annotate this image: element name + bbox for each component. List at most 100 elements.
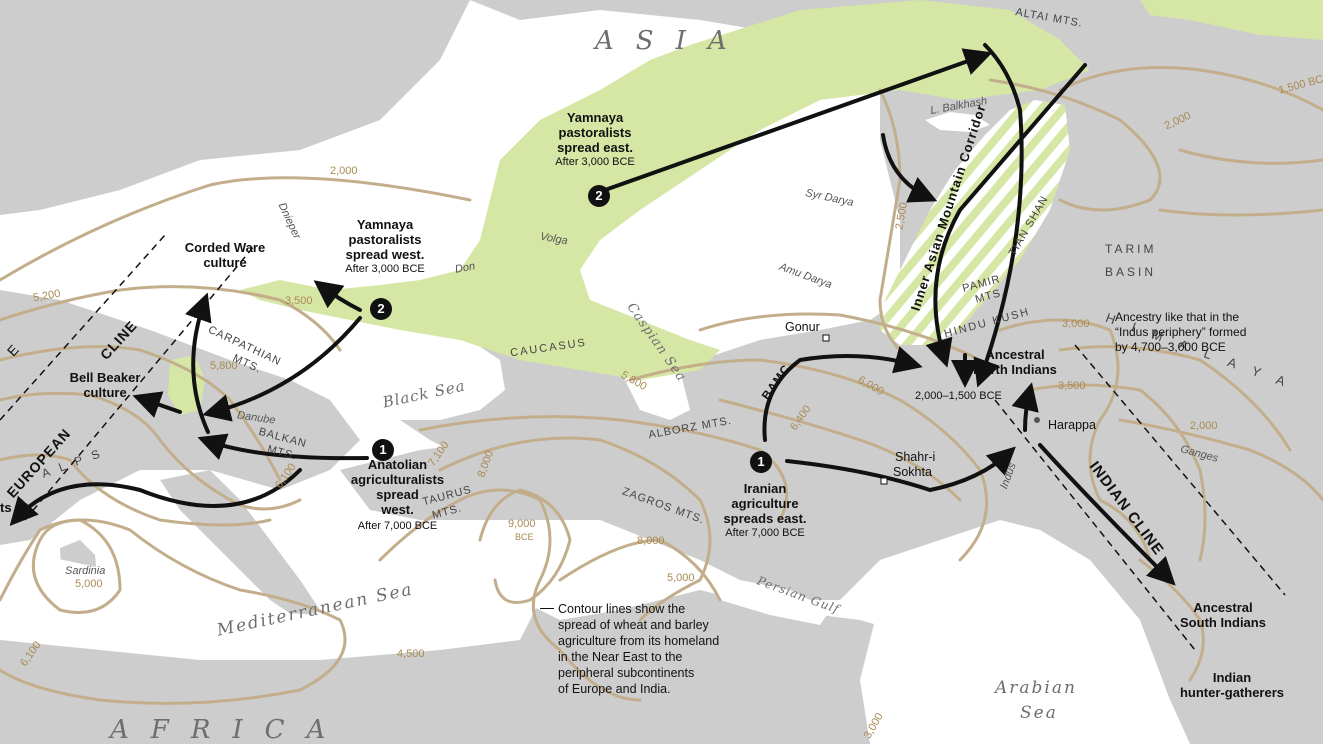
label-asi: Ancestral South Indians [1168,600,1278,630]
label-tarim-2: BASIN [1105,265,1157,279]
label-anatolian-line3: spread [376,487,419,502]
land-anatolia [340,440,640,520]
badge-yamnaya-east: 2 [588,185,610,207]
note-leader-line [540,608,554,609]
arrow-steppe-south [925,63,1087,368]
land-balkan [160,470,320,620]
arrow-anatolian-b [9,468,302,526]
arrow-yamnaya-east [603,48,993,192]
label-bell-beaker-line2: culture [83,385,127,400]
contour-label-2000-c: 2,000 [1190,420,1218,432]
label-ihg-line2: hunter-gatherers [1179,685,1285,700]
label-harappa: Harappa [1048,418,1096,432]
arrow-bell [132,391,182,418]
label-yamnaya-east-line2: pastoralists [558,125,632,140]
label-ihg: Indian hunter-gatherers [1172,670,1292,700]
continent-africa: AFRICA [110,715,348,744]
label-yamnaya-west-line1: Yamnaya [356,217,414,232]
label-yamnaya-west-line3: spread west. [345,247,425,262]
arrow-balkhash [881,133,938,203]
water-balkhash [925,112,990,132]
contour-label-8000-b: 8,000 [637,535,665,547]
label-corded-ware-line1: Corded Ware [184,240,266,255]
arrow-ani-south [1038,443,1176,586]
arrow-anatolian-a [197,433,369,461]
label-iranian-line1: Iranian [743,481,787,496]
label-ani-line2: North Indians [973,362,1057,377]
arrow-up [1011,382,1039,432]
label-ani: Ancestral North Indians [965,347,1065,377]
label-shahr-1: Shahr-i [895,450,936,464]
continent-asia: ASIA [595,26,749,56]
label-ani-date: 2,000–1,500 BCE [915,390,1002,402]
label-anatolian-line2: agriculturalists [350,472,445,487]
label-yamnaya-east: Yamnaya pastoralists spread east. After … [540,110,650,170]
arrow-yamnaya-west [202,316,362,422]
label-yamnaya-west: Yamnaya pastoralists spread west. After … [330,217,440,277]
label-sardinia: Sardinia [65,565,106,577]
land-central-asia [360,0,1323,744]
site-markers [822,334,1040,485]
water-black-sea [330,328,505,420]
contour-lines [0,66,1323,705]
label-shahr-2: Sokhta [893,465,932,479]
label-iranian-date: After 7,000 BCE [725,527,805,539]
arrow-yamnaya-nw [313,280,362,312]
label-anatolian: Anatolian agriculturalists spread west. … [335,457,460,534]
water-mediterranean [0,545,540,660]
label-anatolian-line4: west. [381,502,414,517]
label-gonur: Gonur [785,320,820,334]
contour-label-5000-sard: 5,000 [75,578,103,590]
harappa-marker [1034,417,1040,423]
label-asi-line1: Ancestral [1193,600,1253,615]
contour-label-3000-a: 3,000 [1062,318,1090,330]
gonur-marker [822,334,830,342]
arrow-iranian-a [762,346,923,442]
label-yamnaya-west-date: After 3,000 BCE [345,263,425,275]
contour-label-3500-b: 3,500 [1058,380,1086,392]
label-ihg-line1: Indian [1212,670,1252,685]
contour-label-3500: 3,500 [285,295,313,307]
label-anatolian-date: After 7,000 BCE [357,520,438,532]
badge-yamnaya-west: 2 [370,298,392,320]
label-yamnaya-east-line1: Yamnaya [566,110,624,125]
arrow-iranian-b [785,446,1016,493]
migration-arrows [9,43,1176,586]
water-arabian-sea [860,600,1190,744]
contour-label-5000-a: 5,000 [667,572,695,584]
land-africa-arabia [0,590,1110,744]
contour-label-5800: 5,800 [210,360,238,372]
label-iranian-line2: agriculture [731,496,799,511]
label-yamnaya-west-line2: pastoralists [348,232,422,247]
badge-anatolian: 1 [372,439,394,461]
contour-label-bce: BCE [515,532,534,542]
label-anatolian-line1: Anatolian [367,457,428,472]
badge-iranian: 1 [750,451,772,473]
water-persian-gulf [700,570,830,625]
label-asi-line2: South Indians [1180,615,1266,630]
note-contour: Contour lines show the spread of wheat a… [558,602,720,696]
label-bell-beaker-line1: Bell Beaker [69,370,141,385]
label-bell-beaker: Bell Beaker culture [60,370,150,400]
contour-label-9000: 9,000 [508,518,536,530]
note-indus-periphery: Ancestry like that in the “Indus periphe… [1115,310,1247,354]
label-ani-line1: Ancestral [985,347,1045,362]
label-corded-ware-line2: culture [203,255,247,270]
label-corded-ware: Corded Ware culture [175,240,275,270]
cline-boundaries [0,234,1286,651]
label-tarim-1: TARIM [1105,242,1157,256]
land-europe-north [0,0,470,215]
contour-label-2000-eu: 2,000 [330,165,358,177]
label-yamnaya-east-date: After 3,000 BCE [555,156,635,168]
label-iranian: Iranian agriculture spreads east. After … [710,481,820,541]
label-yamnaya-east-line3: spread east. [557,140,633,155]
label-arabian: Arabian [995,678,1077,698]
arrow-corded [185,292,212,434]
contour-label-4500: 4,500 [397,648,425,660]
label-ts: ts [0,500,12,515]
shahr-marker [880,477,888,485]
label-iranian-line3: spreads east. [723,511,807,526]
label-arabian-sea: Sea [1020,703,1058,723]
